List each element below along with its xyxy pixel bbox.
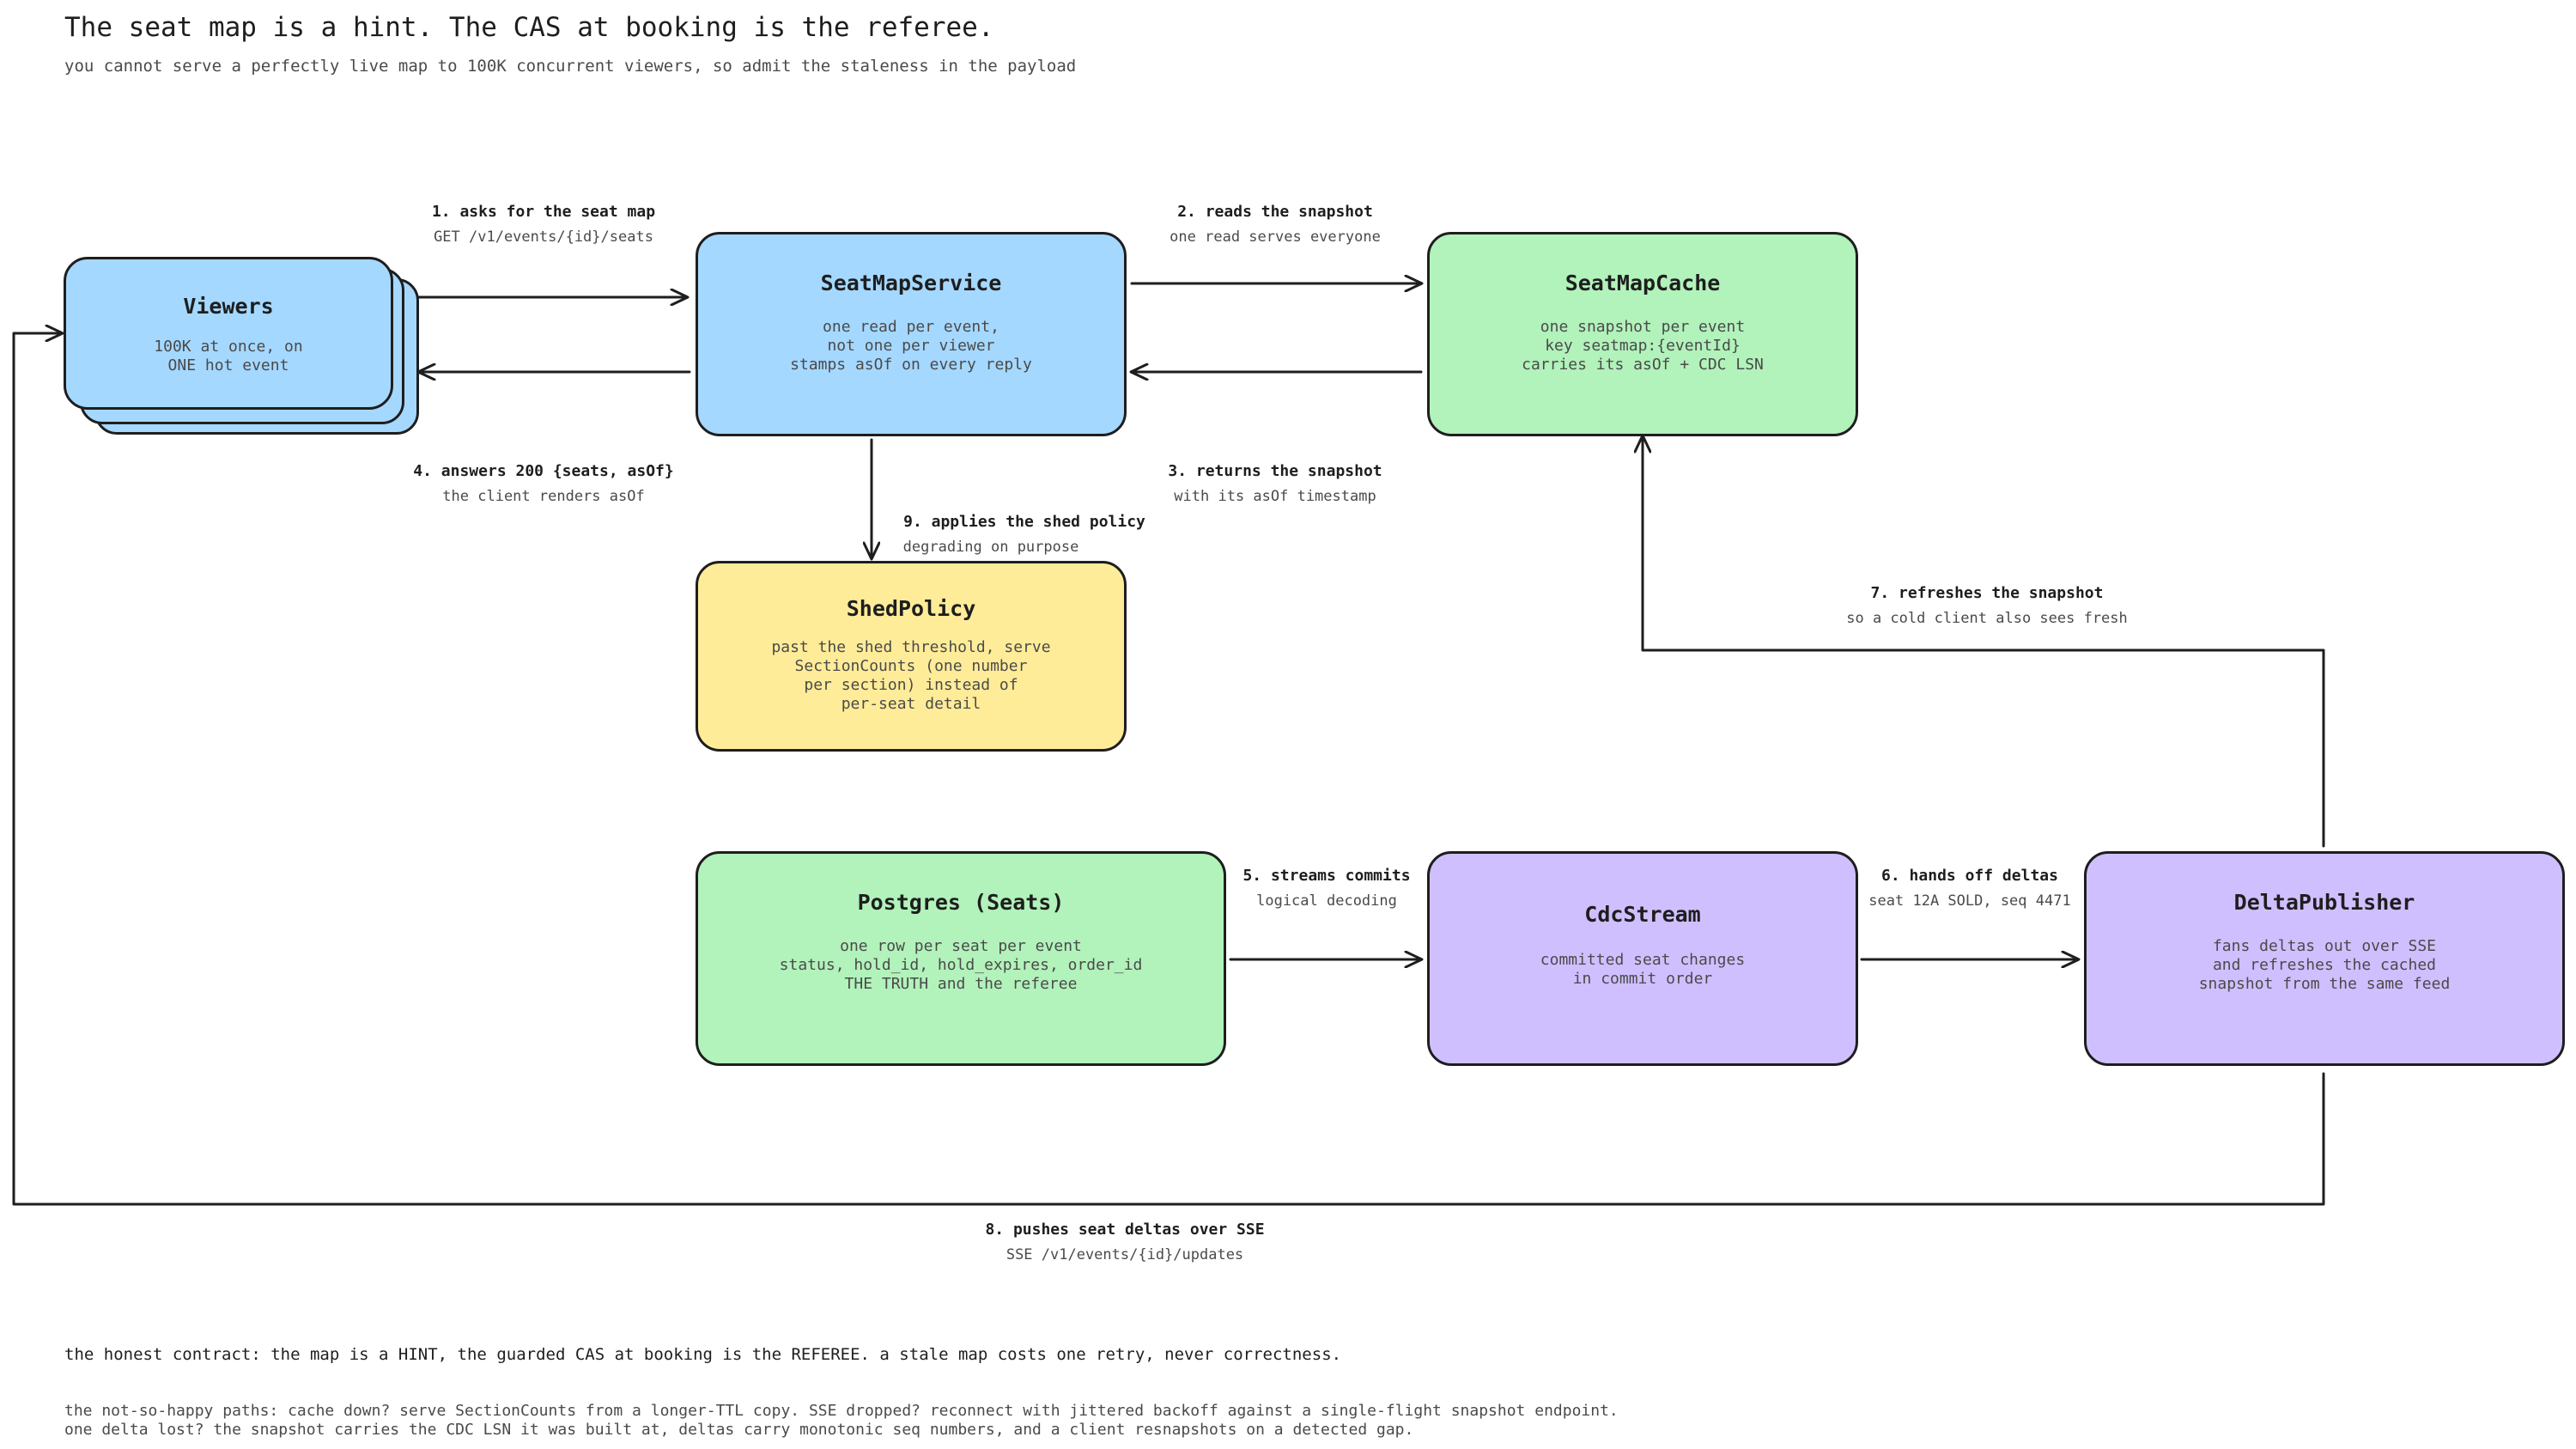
edge-5-label: 5. streams commits — [1242, 867, 1411, 885]
edge-3-sublabel: with its asOf timestamp — [1174, 488, 1376, 505]
edge-8-label: 8. pushes seat deltas over SSE — [985, 1221, 1265, 1239]
seatmapcache-desc: one snapshot per event key seatmap:{even… — [1522, 318, 1764, 374]
edge-7-label: 7. refreshes the snapshot — [1870, 584, 2104, 602]
postgres-node[interactable]: Postgres (Seats) one row per seat per ev… — [696, 851, 1226, 1066]
page-subtitle: you cannot serve a perfectly live map to… — [64, 57, 1077, 76]
edge-4-label: 4. answers 200 {seats, asOf} — [413, 462, 674, 480]
deltapublisher-node[interactable]: DeltaPublisher fans deltas out over SSE … — [2084, 851, 2565, 1066]
viewers-title: Viewers — [183, 294, 274, 319]
seatmapservice-node[interactable]: SeatMapService one read per event, not o… — [696, 232, 1127, 436]
cdcstream-title: CdcStream — [1584, 902, 1701, 927]
seatmapcache-title: SeatMapCache — [1564, 271, 1721, 295]
edge-2-label: 2. reads the snapshot — [1177, 203, 1373, 221]
cdcstream-desc: committed seat changes in commit order — [1540, 951, 1746, 988]
shedpolicy-desc: past the shed threshold, serve SectionCo… — [771, 638, 1051, 713]
edge-9-label: 9. applies the shed policy — [903, 513, 1145, 531]
shedpolicy-title: ShedPolicy — [846, 596, 976, 621]
deltapublisher-desc: fans deltas out over SSE and refreshes t… — [2198, 937, 2451, 993]
seatmapcache-node[interactable]: SeatMapCache one snapshot per event key … — [1427, 232, 1858, 436]
viewers-desc: 100K at once, on ONE hot event — [154, 338, 303, 374]
edge-3-label: 3. returns the snapshot — [1168, 462, 1382, 480]
footer-contract: the honest contract: the map is a HINT, … — [64, 1345, 1342, 1364]
edge-9-sublabel: degrading on purpose — [902, 539, 1079, 556]
edge-5-sublabel: logical decoding — [1256, 892, 1397, 910]
edge-4-sublabel: the client renders asOf — [442, 488, 645, 505]
edge-7-line — [1643, 436, 2325, 848]
shedpolicy-node[interactable]: ShedPolicy past the shed threshold, serv… — [696, 561, 1127, 752]
footer-paths-line1: the not-so-happy paths: cache down? serv… — [64, 1402, 1619, 1420]
edge-6-sublabel: seat 12A SOLD, seq 4471 — [1868, 892, 2071, 910]
edge-6-label: 6. hands off deltas — [1881, 867, 2058, 885]
deltapublisher-title: DeltaPublisher — [2233, 890, 2415, 915]
postgres-title: Postgres (Seats) — [857, 890, 1065, 915]
cdcstream-node[interactable]: CdcStream committed seat changes in comm… — [1427, 851, 1858, 1066]
viewers-node[interactable]: Viewers 100K at once, on ONE hot event — [64, 257, 393, 410]
edge-7-sublabel: so a cold client also sees fresh — [1846, 610, 2128, 627]
edge-8-line — [12, 333, 2325, 1206]
page-title: The seat map is a hint. The CAS at booki… — [64, 12, 994, 43]
edge-1-sublabel: GET /v1/events/{id}/seats — [434, 228, 653, 246]
edge-1-label: 1. asks for the seat map — [431, 203, 656, 221]
postgres-desc: one row per seat per event status, hold_… — [779, 937, 1143, 993]
seatmapservice-title: SeatMapService — [820, 271, 1002, 295]
edge-2-sublabel: one read serves everyone — [1170, 228, 1381, 246]
seatmapservice-desc: one read per event, not one per viewer s… — [790, 318, 1032, 374]
edge-8-sublabel: SSE /v1/events/{id}/updates — [1005, 1246, 1244, 1263]
footer-paths-line2: one delta lost? the snapshot carries the… — [64, 1421, 1414, 1439]
